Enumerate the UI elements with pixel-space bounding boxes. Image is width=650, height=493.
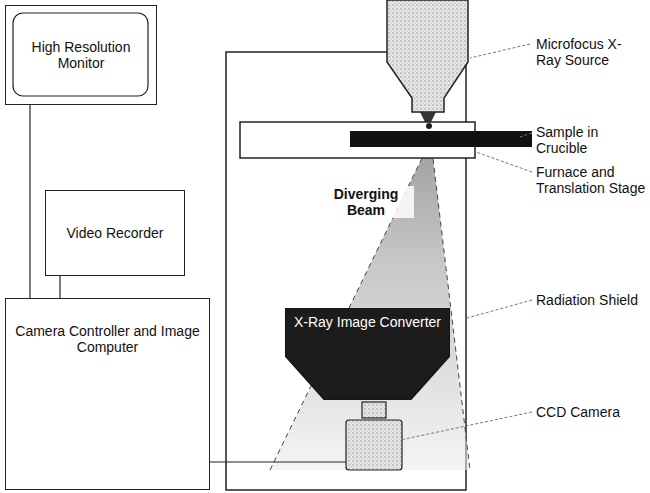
leader-line bbox=[470, 44, 530, 58]
signal-cable bbox=[29, 105, 30, 298]
part-label: Microfocus X-Ray Source bbox=[536, 36, 646, 68]
part-label: Sample in Crucible bbox=[536, 124, 646, 156]
sample-crucible bbox=[350, 131, 532, 147]
ccd-camera bbox=[362, 402, 386, 418]
source-tip bbox=[420, 112, 436, 122]
diverging-beam bbox=[270, 150, 470, 470]
part-label: Radiation Shield bbox=[536, 292, 646, 308]
box-label: Camera Controller and Image Computer bbox=[6, 323, 209, 355]
focal-spot bbox=[426, 123, 432, 129]
controller-box: Camera Controller and Image Computer bbox=[5, 298, 210, 490]
part-label: CCD Camera bbox=[536, 404, 646, 420]
ccd-camera bbox=[346, 420, 402, 470]
box-label: X-Ray Image Converter bbox=[286, 314, 449, 330]
monitor-box: High Resolution Monitor bbox=[5, 5, 157, 105]
box-label: Video Recorder bbox=[58, 225, 171, 241]
leader-line bbox=[467, 300, 532, 318]
beam-label: Diverging Beam bbox=[318, 186, 414, 218]
camera-cable bbox=[210, 461, 346, 462]
xray-source bbox=[387, 0, 468, 112]
recorder-box: Video Recorder bbox=[45, 190, 185, 276]
leader-line bbox=[520, 133, 532, 137]
converter-block: X-Ray Image Converter bbox=[285, 308, 450, 400]
box-label: High Resolution Monitor bbox=[6, 39, 156, 71]
leader-line bbox=[476, 152, 532, 172]
leader-line bbox=[400, 412, 532, 440]
signal-cable bbox=[59, 276, 60, 298]
part-label: Furnace and Translation Stage bbox=[536, 164, 646, 196]
